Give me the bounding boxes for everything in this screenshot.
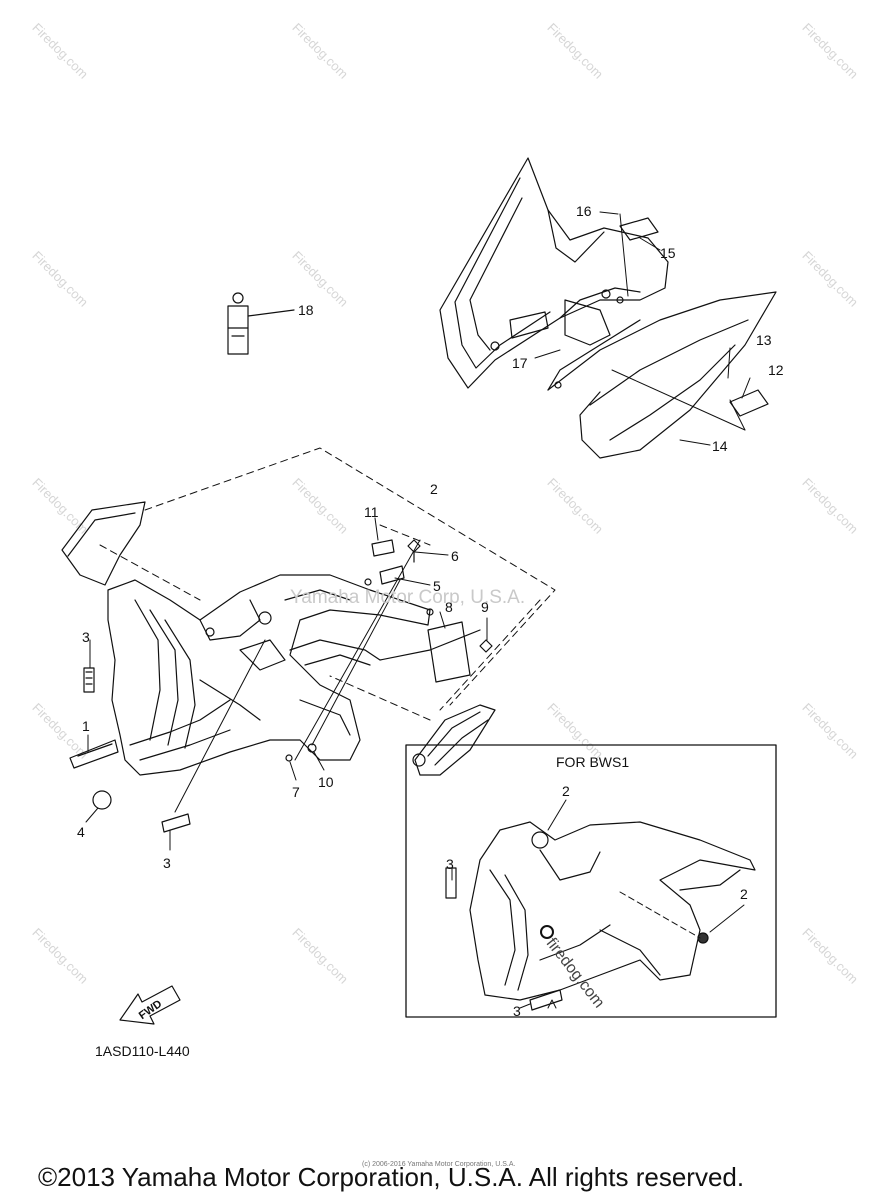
inset-callout-2: 2 xyxy=(562,783,570,799)
inset-callout-2: 2 xyxy=(740,886,748,902)
callout-10: 10 xyxy=(318,774,334,790)
overlay-credit: Yamaha Motor Corp, U.S.A. xyxy=(290,587,526,608)
callout-16: 16 xyxy=(576,203,592,219)
callout-3: 3 xyxy=(163,855,171,871)
inset-callout-3: 3 xyxy=(513,1003,521,1019)
inset-bws1 xyxy=(405,744,777,1018)
callout-7: 7 xyxy=(292,784,300,800)
leader-lines xyxy=(85,211,751,851)
copyright-small: (c) 2006-2016 Yamaha Motor Corporation, … xyxy=(362,1161,516,1168)
callout-4: 4 xyxy=(77,824,85,840)
callout-2: 2 xyxy=(430,481,438,497)
callout-12: 12 xyxy=(768,362,784,378)
callout-13: 13 xyxy=(756,332,772,348)
callout-8: 8 xyxy=(445,599,453,615)
rear-fender-assembly xyxy=(439,157,777,459)
callout-17: 17 xyxy=(512,355,528,371)
label-card xyxy=(227,292,295,355)
inset-title: FOR BWS1 xyxy=(556,754,630,770)
callout-11: 11 xyxy=(364,504,379,520)
callout-5: 5 xyxy=(433,578,441,594)
callout-9: 9 xyxy=(481,599,489,615)
callout-3: 3 xyxy=(82,629,90,645)
callout-6: 6 xyxy=(451,548,459,564)
callout-18: 18 xyxy=(298,302,314,318)
inset-callout-3: 3 xyxy=(446,856,454,872)
drawing-code: 1ASD110-L440 xyxy=(95,1043,190,1059)
callout-14: 14 xyxy=(712,438,728,454)
callout-1: 1 xyxy=(82,718,90,734)
callout-15: 15 xyxy=(660,245,676,261)
front-fender-assembly xyxy=(61,447,556,1025)
copyright-notice: ©2013 Yamaha Motor Corporation, U.S.A. A… xyxy=(38,1162,745,1192)
